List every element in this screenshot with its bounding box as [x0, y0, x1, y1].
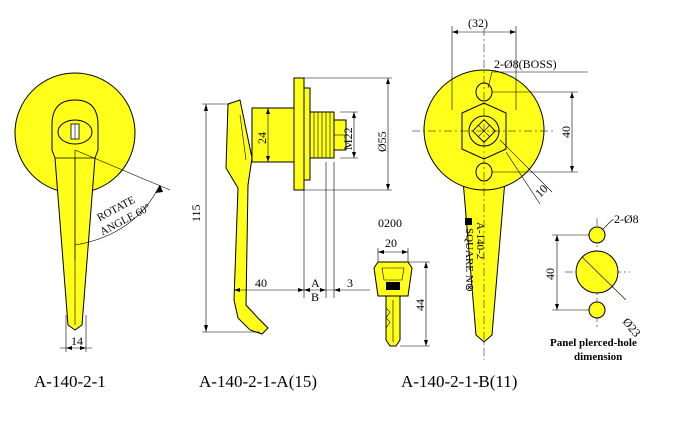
side-flange-inner: [303, 87, 311, 181]
side-dim-24: 24: [255, 132, 269, 144]
panel-hole-bottom: [588, 301, 606, 319]
side-dim-3: 3: [347, 276, 353, 290]
side-dim-d55: Ø55: [375, 131, 389, 152]
panel-cutout-view: Ø23 2-Ø8 40 Panel plerced-hole dimension: [543, 212, 644, 363]
handle-logo: [465, 218, 472, 225]
side-dim-b: B: [311, 290, 319, 304]
side-handle: [225, 99, 269, 335]
handle-text-square: SQUARE N⊗: [463, 228, 475, 292]
rear-boss-label: 2-Ø8(BOSS): [494, 57, 557, 71]
rear-dim-10: 10: [532, 182, 550, 200]
side-dim-m22: M22: [341, 127, 355, 150]
caption-rear: A-140-2-1-B(11): [401, 372, 517, 391]
rear-dim-40: 40: [559, 126, 573, 138]
key-part-no: 0200: [378, 216, 402, 230]
caption-front: A-140-2-1: [34, 372, 106, 391]
panel-note-line1: Panel plerced-hole: [550, 337, 637, 349]
panel-hole-top: [588, 226, 606, 244]
front-view: ROTATE ANGLE 60° 14: [14, 72, 171, 352]
rotate-angle-line: [74, 149, 171, 191]
side-dim-height: 115: [189, 204, 203, 222]
side-flange: [293, 77, 305, 191]
side-dim-40: 40: [255, 276, 267, 290]
front-dim-width: 14: [71, 334, 83, 348]
panel-holes-label: 2-Ø8: [614, 212, 639, 226]
rear-view: SQUARE N⊗ A-140-2 (32) 2-Ø8(BOSS) 40 10: [412, 16, 588, 360]
key-label-block: [386, 282, 400, 290]
caption-side: A-140-2-1-A(15): [199, 372, 317, 391]
rear-dim-32: (32): [468, 16, 488, 30]
side-body-block: [251, 107, 295, 163]
key-view: 0200 20 44: [373, 216, 430, 347]
key-dim-width: 20: [385, 236, 397, 250]
panel-dim-40: 40: [543, 268, 557, 280]
handle-text-model: A-140-2: [474, 222, 486, 259]
side-dim-a: A: [311, 276, 320, 290]
side-view: 115 24 M22 Ø55 40 A B 3: [189, 77, 392, 335]
key-head: [373, 261, 413, 297]
key-dim-height: 44: [413, 299, 427, 311]
panel-note-line2: dimension: [574, 351, 622, 363]
